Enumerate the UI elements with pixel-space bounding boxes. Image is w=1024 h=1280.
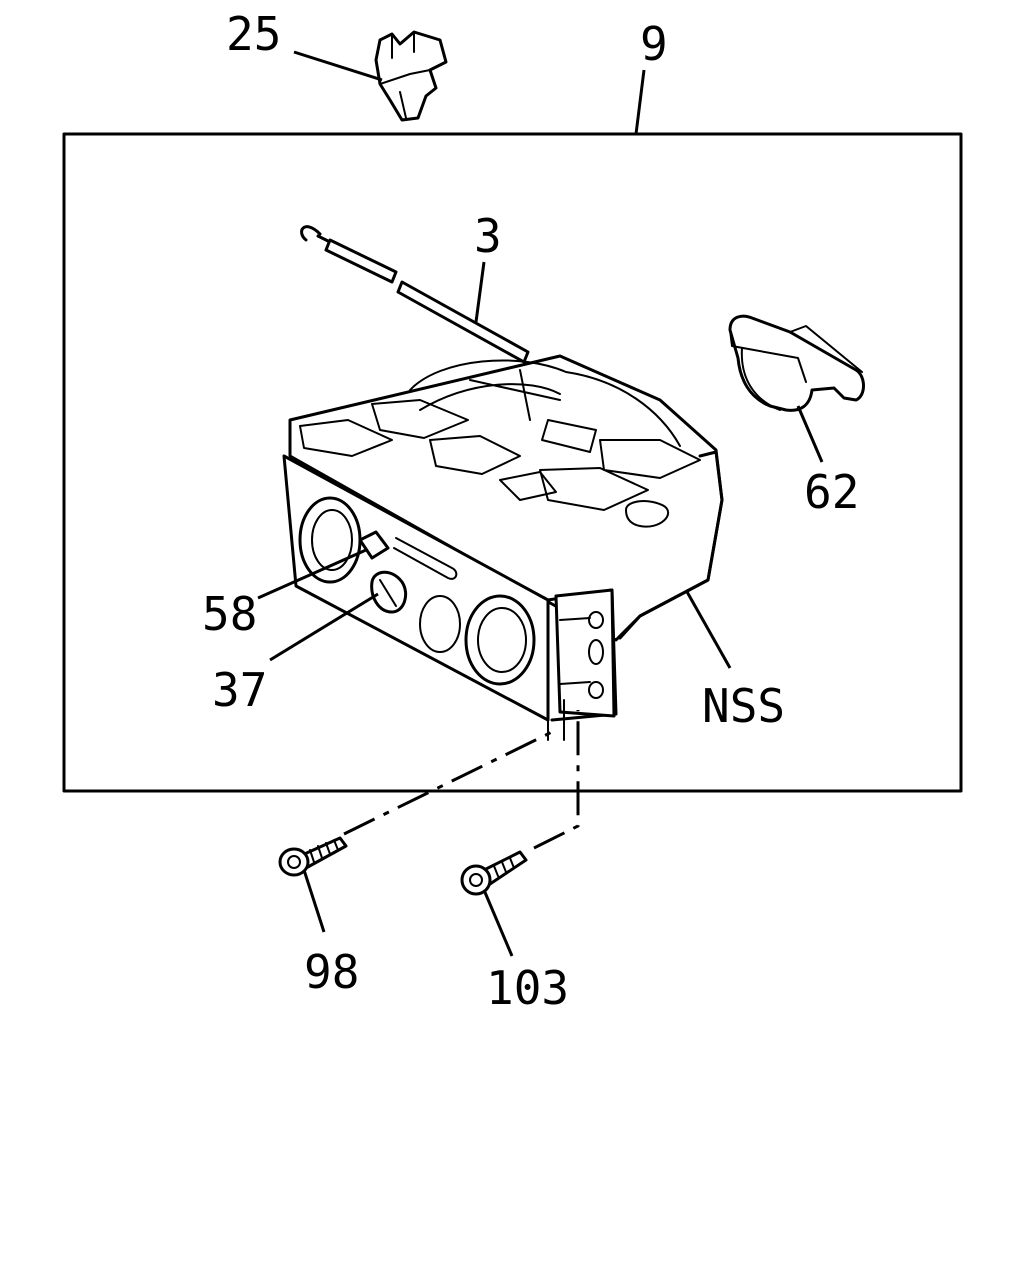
assembly-frame [62,132,963,793]
part-3-cable [300,225,530,364]
part-103-screw [460,850,528,896]
callout-nss: NSS [702,679,785,733]
part-62-knob [728,314,865,412]
callout-9: 9 [640,17,668,71]
callout-98: 98 [304,945,359,999]
leader-25 [293,50,383,82]
leader-103 [482,889,514,957]
leader-3 [474,261,486,323]
assembly-line-103 [533,710,580,850]
callout-58: 58 [202,587,257,641]
leader-98 [302,869,326,933]
leader-nss [684,589,732,669]
callout-25: 25 [226,7,281,61]
heater-control-unit [282,354,724,741]
part-98-bolt [278,836,348,877]
callout-62: 62 [804,465,859,519]
leader-62 [796,405,824,463]
leader-37 [269,592,379,662]
callout-103: 103 [486,961,569,1015]
part-25-clip [374,30,448,122]
assembly-line-98 [343,728,557,836]
leader-58 [257,548,367,600]
callout-37: 37 [212,663,267,717]
leader-9 [634,69,646,135]
callout-3: 3 [474,209,502,263]
